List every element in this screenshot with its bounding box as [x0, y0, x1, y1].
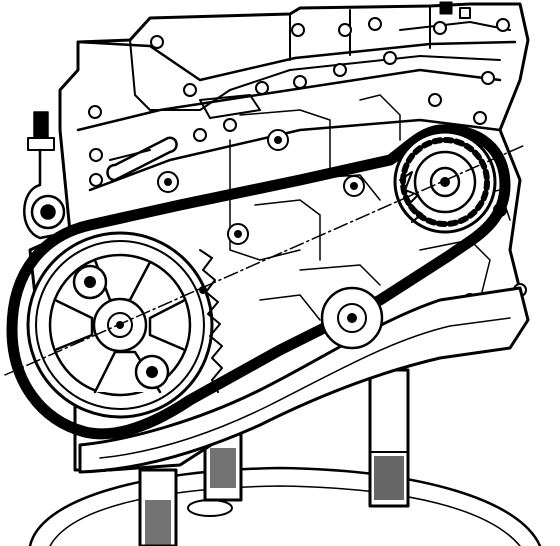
idler-sprocket: [320, 286, 384, 350]
chain-guide-rail: [78, 286, 530, 474]
camshaft-sprocket: [393, 130, 497, 234]
timing-chain: [6, 124, 511, 440]
support-post-left: [138, 468, 178, 546]
support-post-right: [368, 368, 410, 508]
support-stand: [28, 466, 542, 546]
timing-mark-line: [4, 144, 526, 376]
crankshaft-sprocket: [26, 231, 223, 419]
